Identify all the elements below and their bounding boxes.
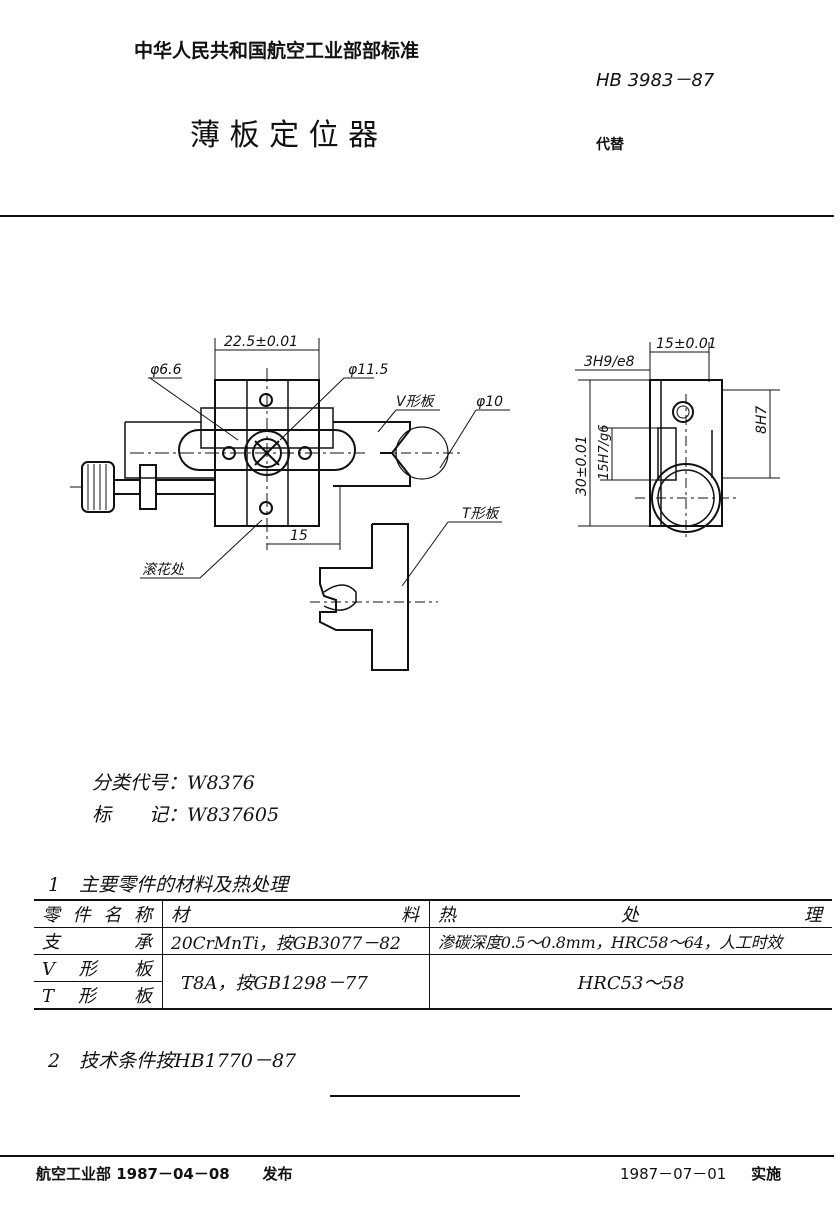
classification-code-value: W8376 bbox=[187, 772, 255, 794]
cell-part: T 形 板 bbox=[42, 986, 154, 1007]
dim-fit-3h9: 3H9/e8 bbox=[584, 354, 635, 370]
table-row: V 形 板 T8A，按GB1298－77 HRC53～58 bbox=[34, 954, 832, 1010]
table-row: T 形 板 bbox=[34, 981, 832, 1010]
table-row: 支 承 20CrMnTi，按GB3077－82 渗碳深度0.5～0.8mm，HR… bbox=[34, 927, 832, 955]
organization-title: 中华人民共和国航空工业部部标准 bbox=[134, 40, 420, 62]
dim-fit-8h7: 8H7 bbox=[754, 406, 770, 434]
header-heat-treatment: 热 处 理 bbox=[438, 905, 824, 926]
classification-code: 分类代号：W8376 bbox=[92, 768, 255, 795]
label-knurled: 滚花处 bbox=[142, 562, 185, 578]
dim-width-side: 15±0.01 bbox=[656, 336, 717, 352]
standard-number: HB 3983－87 bbox=[596, 70, 715, 91]
footer-impl-date: 1987－07－01 bbox=[620, 1165, 727, 1183]
t-plate-view: T形板 bbox=[310, 506, 502, 671]
header-material: 材 料 bbox=[171, 905, 421, 926]
cell-treatment: 渗碳深度0.5～0.8mm，HRC58～64，人工时效 bbox=[429, 927, 832, 955]
side-view: 3H9/e8 15±0.01 30±0.01 15H7/g6 8H7 bbox=[574, 336, 780, 540]
label-t-plate: T形板 bbox=[462, 506, 501, 522]
classification-mark-value: W837605 bbox=[187, 804, 280, 826]
dim-width-main: 22.5±0.01 bbox=[224, 334, 298, 350]
cell-part: V 形 板 bbox=[42, 959, 154, 980]
replaces-label: 代替 bbox=[596, 137, 624, 153]
header-part-name: 零件名称 bbox=[42, 905, 154, 926]
footer-issue-word: 发布 bbox=[262, 1165, 293, 1183]
header-rule bbox=[0, 215, 834, 217]
footer-issuer-text: 航空工业部 1987－04－08 bbox=[36, 1165, 230, 1183]
dim-phi-10: φ10 bbox=[476, 394, 503, 410]
label-v-plate: V形板 bbox=[396, 394, 436, 410]
footer-impl-word: 实施 bbox=[751, 1165, 782, 1183]
dim-fit-15h7: 15H7/g6 bbox=[597, 425, 612, 481]
dim-phi-11-5: φ11.5 bbox=[348, 362, 389, 378]
cell-part: 支 承 bbox=[42, 932, 154, 953]
dim-height-side: 30±0.01 bbox=[574, 435, 590, 496]
cell-treatment: HRC53～58 bbox=[429, 954, 832, 1010]
dim-offset-15: 15 bbox=[290, 528, 308, 544]
dim-phi-6-6: φ6.6 bbox=[150, 362, 182, 378]
footer-issuer: 航空工业部 1987－04－08 发布 bbox=[36, 1163, 293, 1184]
footer-implementation: 1987－07－01 实施 bbox=[620, 1163, 781, 1184]
classification-mark-label: 标 记： bbox=[92, 804, 188, 826]
technical-drawing: 22.5±0.01 bbox=[70, 334, 780, 671]
cell-material: 20CrMnTi，按GB3077－82 bbox=[162, 927, 430, 955]
classification-code-label: 分类代号： bbox=[92, 772, 188, 794]
table-header-row: 零件名称 材 料 热 处 理 bbox=[34, 899, 832, 928]
materials-table: 零件名称 材 料 热 处 理 支 承 20CrMnTi，按GB3077－82 渗… bbox=[34, 899, 832, 1010]
section-1-title: 1 主要零件的材料及热处理 bbox=[48, 874, 289, 896]
classification-mark: 标 记：W837605 bbox=[92, 800, 279, 827]
front-view: 22.5±0.01 bbox=[70, 334, 510, 579]
document-title: 薄 板 定 位 器 bbox=[190, 118, 379, 153]
footer-rule bbox=[0, 1155, 834, 1157]
cell-material: T8A，按GB1298－77 bbox=[162, 954, 430, 1010]
end-rule bbox=[330, 1095, 520, 1097]
section-2-text: 2 技术条件按HB1770－87 bbox=[48, 1050, 297, 1072]
